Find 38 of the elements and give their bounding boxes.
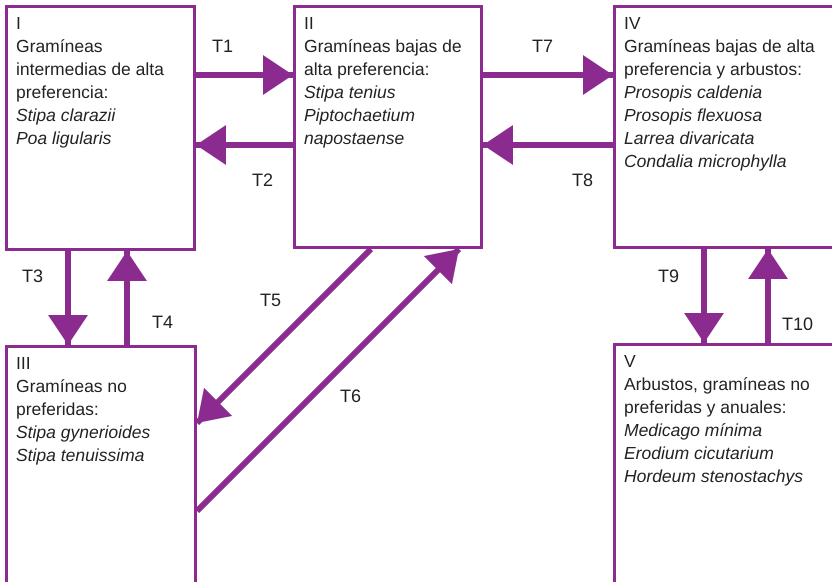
species-name: Larrea divaricata bbox=[624, 127, 756, 150]
species-name: Stipa gynerioides bbox=[16, 421, 152, 444]
species-name: Prosopis flexuosa bbox=[624, 104, 764, 127]
species-name: Prosopis caldenia bbox=[624, 81, 764, 104]
state-numeral: I bbox=[16, 12, 22, 35]
species-name: Poa ligularis bbox=[16, 127, 112, 150]
arrow bbox=[194, 246, 374, 426]
arrow bbox=[196, 55, 293, 95]
species-name: Condalia microphylla bbox=[624, 150, 788, 173]
state-numeral: III bbox=[16, 352, 32, 375]
arrow bbox=[483, 125, 613, 165]
arrow bbox=[194, 246, 462, 514]
arrow bbox=[684, 249, 724, 343]
arrow bbox=[748, 249, 788, 343]
state-box bbox=[293, 5, 483, 249]
state-numeral: IV bbox=[624, 12, 642, 35]
state-heading: Gramíneas intermedias de alta preferencia: bbox=[16, 35, 165, 104]
state-box bbox=[5, 5, 196, 251]
state-numeral: V bbox=[624, 350, 637, 373]
species-name: Stipa clarazii bbox=[16, 104, 116, 127]
state-heading: Gramíneas no preferidas: bbox=[16, 375, 128, 421]
species-name: Hordeum stenostachys bbox=[624, 465, 804, 488]
state-box bbox=[613, 5, 832, 249]
state-heading: Gramíneas bajas de alta preferencia: bbox=[304, 35, 463, 81]
state-box bbox=[5, 345, 197, 582]
state-heading: Arbustos, gramíneas no preferidas y anuales: bbox=[624, 373, 811, 419]
arrow bbox=[107, 251, 147, 345]
species-name: Erodium cicutarium bbox=[624, 442, 775, 465]
state-box bbox=[613, 343, 832, 582]
state-heading: Gramíneas bajas de alta preferencia y arbustos: bbox=[624, 35, 816, 81]
arrow bbox=[483, 55, 613, 95]
arrow bbox=[48, 251, 88, 345]
state-numeral: II bbox=[304, 12, 315, 35]
species-name: Medicago mínima bbox=[624, 419, 764, 442]
arrow bbox=[196, 125, 293, 165]
species-name: Stipa tenuissima bbox=[16, 444, 146, 467]
species-name: Stipa tenius bbox=[304, 81, 396, 104]
species-name: Piptochaetium napostaense bbox=[304, 104, 416, 150]
